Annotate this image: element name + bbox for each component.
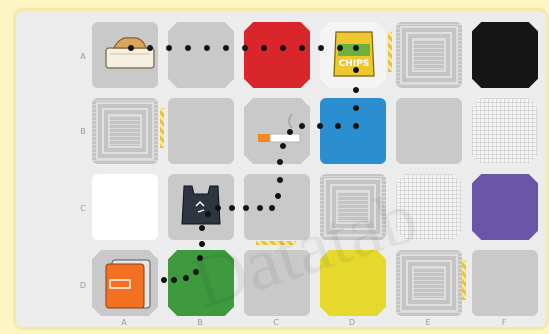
- battery-icon[interactable]: [102, 256, 154, 312]
- route-dot: [223, 45, 229, 51]
- route-dot: [335, 123, 341, 129]
- tile-r2-c4[interactable]: [396, 174, 462, 240]
- route-dot: [199, 225, 205, 231]
- tile-r0-c2[interactable]: [244, 22, 310, 88]
- route-dot: [185, 45, 191, 51]
- route-dot: [193, 269, 199, 275]
- route-dot: [197, 255, 203, 261]
- tile-r2-c0[interactable]: [92, 174, 158, 240]
- tile-r1-c1[interactable]: [168, 98, 234, 164]
- route-dot: [161, 277, 167, 283]
- route-dot: [257, 205, 263, 211]
- tile-r3-c5[interactable]: [472, 250, 538, 316]
- route-dot: [353, 87, 359, 93]
- route-dot: [199, 241, 205, 247]
- route-dot: [215, 205, 221, 211]
- route-dot: [337, 45, 343, 51]
- route-dot: [353, 45, 359, 51]
- row-label-b: B: [76, 127, 90, 136]
- col-label-a: A: [117, 318, 131, 327]
- route-dot: [243, 205, 249, 211]
- tile-r2-c5[interactable]: [472, 174, 538, 240]
- row-label-a: A: [76, 52, 90, 61]
- route-dot: [261, 45, 267, 51]
- tile-r3-c3[interactable]: [320, 250, 386, 316]
- route-dot: [277, 159, 283, 165]
- route-dot: [242, 45, 248, 51]
- route-dot: [166, 45, 172, 51]
- route-dot: [353, 105, 359, 111]
- col-label-d: D: [345, 318, 359, 327]
- route-dot: [229, 205, 235, 211]
- tile-r1-c4[interactable]: [396, 98, 462, 164]
- route-dot: [287, 129, 293, 135]
- tile-r2-c3[interactable]: [320, 174, 386, 240]
- hazard-stripe: [160, 108, 164, 148]
- col-label-b: B: [193, 318, 207, 327]
- col-label-c: C: [269, 318, 283, 327]
- col-label-f: F: [497, 318, 511, 327]
- route-dot: [299, 123, 305, 129]
- tile-r2-c2[interactable]: [244, 174, 310, 240]
- tile-r0-c4[interactable]: [396, 22, 462, 88]
- route-dot: [269, 205, 275, 211]
- tile-r0-c1[interactable]: [168, 22, 234, 88]
- route-dot: [183, 275, 189, 281]
- row-label-d: D: [76, 281, 90, 290]
- route-dot: [353, 123, 359, 129]
- route-dot: [280, 143, 286, 149]
- hazard-stripe: [256, 241, 296, 245]
- route-dot: [280, 45, 286, 51]
- route-dot: [277, 177, 283, 183]
- tile-r0-c5[interactable]: [472, 22, 538, 88]
- tile-r1-c0[interactable]: [92, 98, 158, 164]
- route-dot: [205, 211, 211, 217]
- tile-r1-c5[interactable]: [472, 98, 538, 164]
- route-dot: [128, 45, 134, 51]
- route-dot: [318, 45, 324, 51]
- route-dot: [171, 277, 177, 283]
- tile-r3-c2[interactable]: [244, 250, 310, 316]
- bread-icon[interactable]: [100, 34, 160, 74]
- route-dot: [204, 45, 210, 51]
- tile-r3-c4[interactable]: [396, 250, 462, 316]
- route-dot: [147, 45, 153, 51]
- route-dot: [299, 45, 305, 51]
- hazard-stripe: [388, 32, 392, 72]
- route-dot: [353, 67, 359, 73]
- hazard-stripe: [462, 260, 466, 300]
- row-label-c: C: [76, 204, 90, 213]
- route-dot: [275, 193, 281, 199]
- route-dot: [317, 123, 323, 129]
- col-label-e: E: [421, 318, 435, 327]
